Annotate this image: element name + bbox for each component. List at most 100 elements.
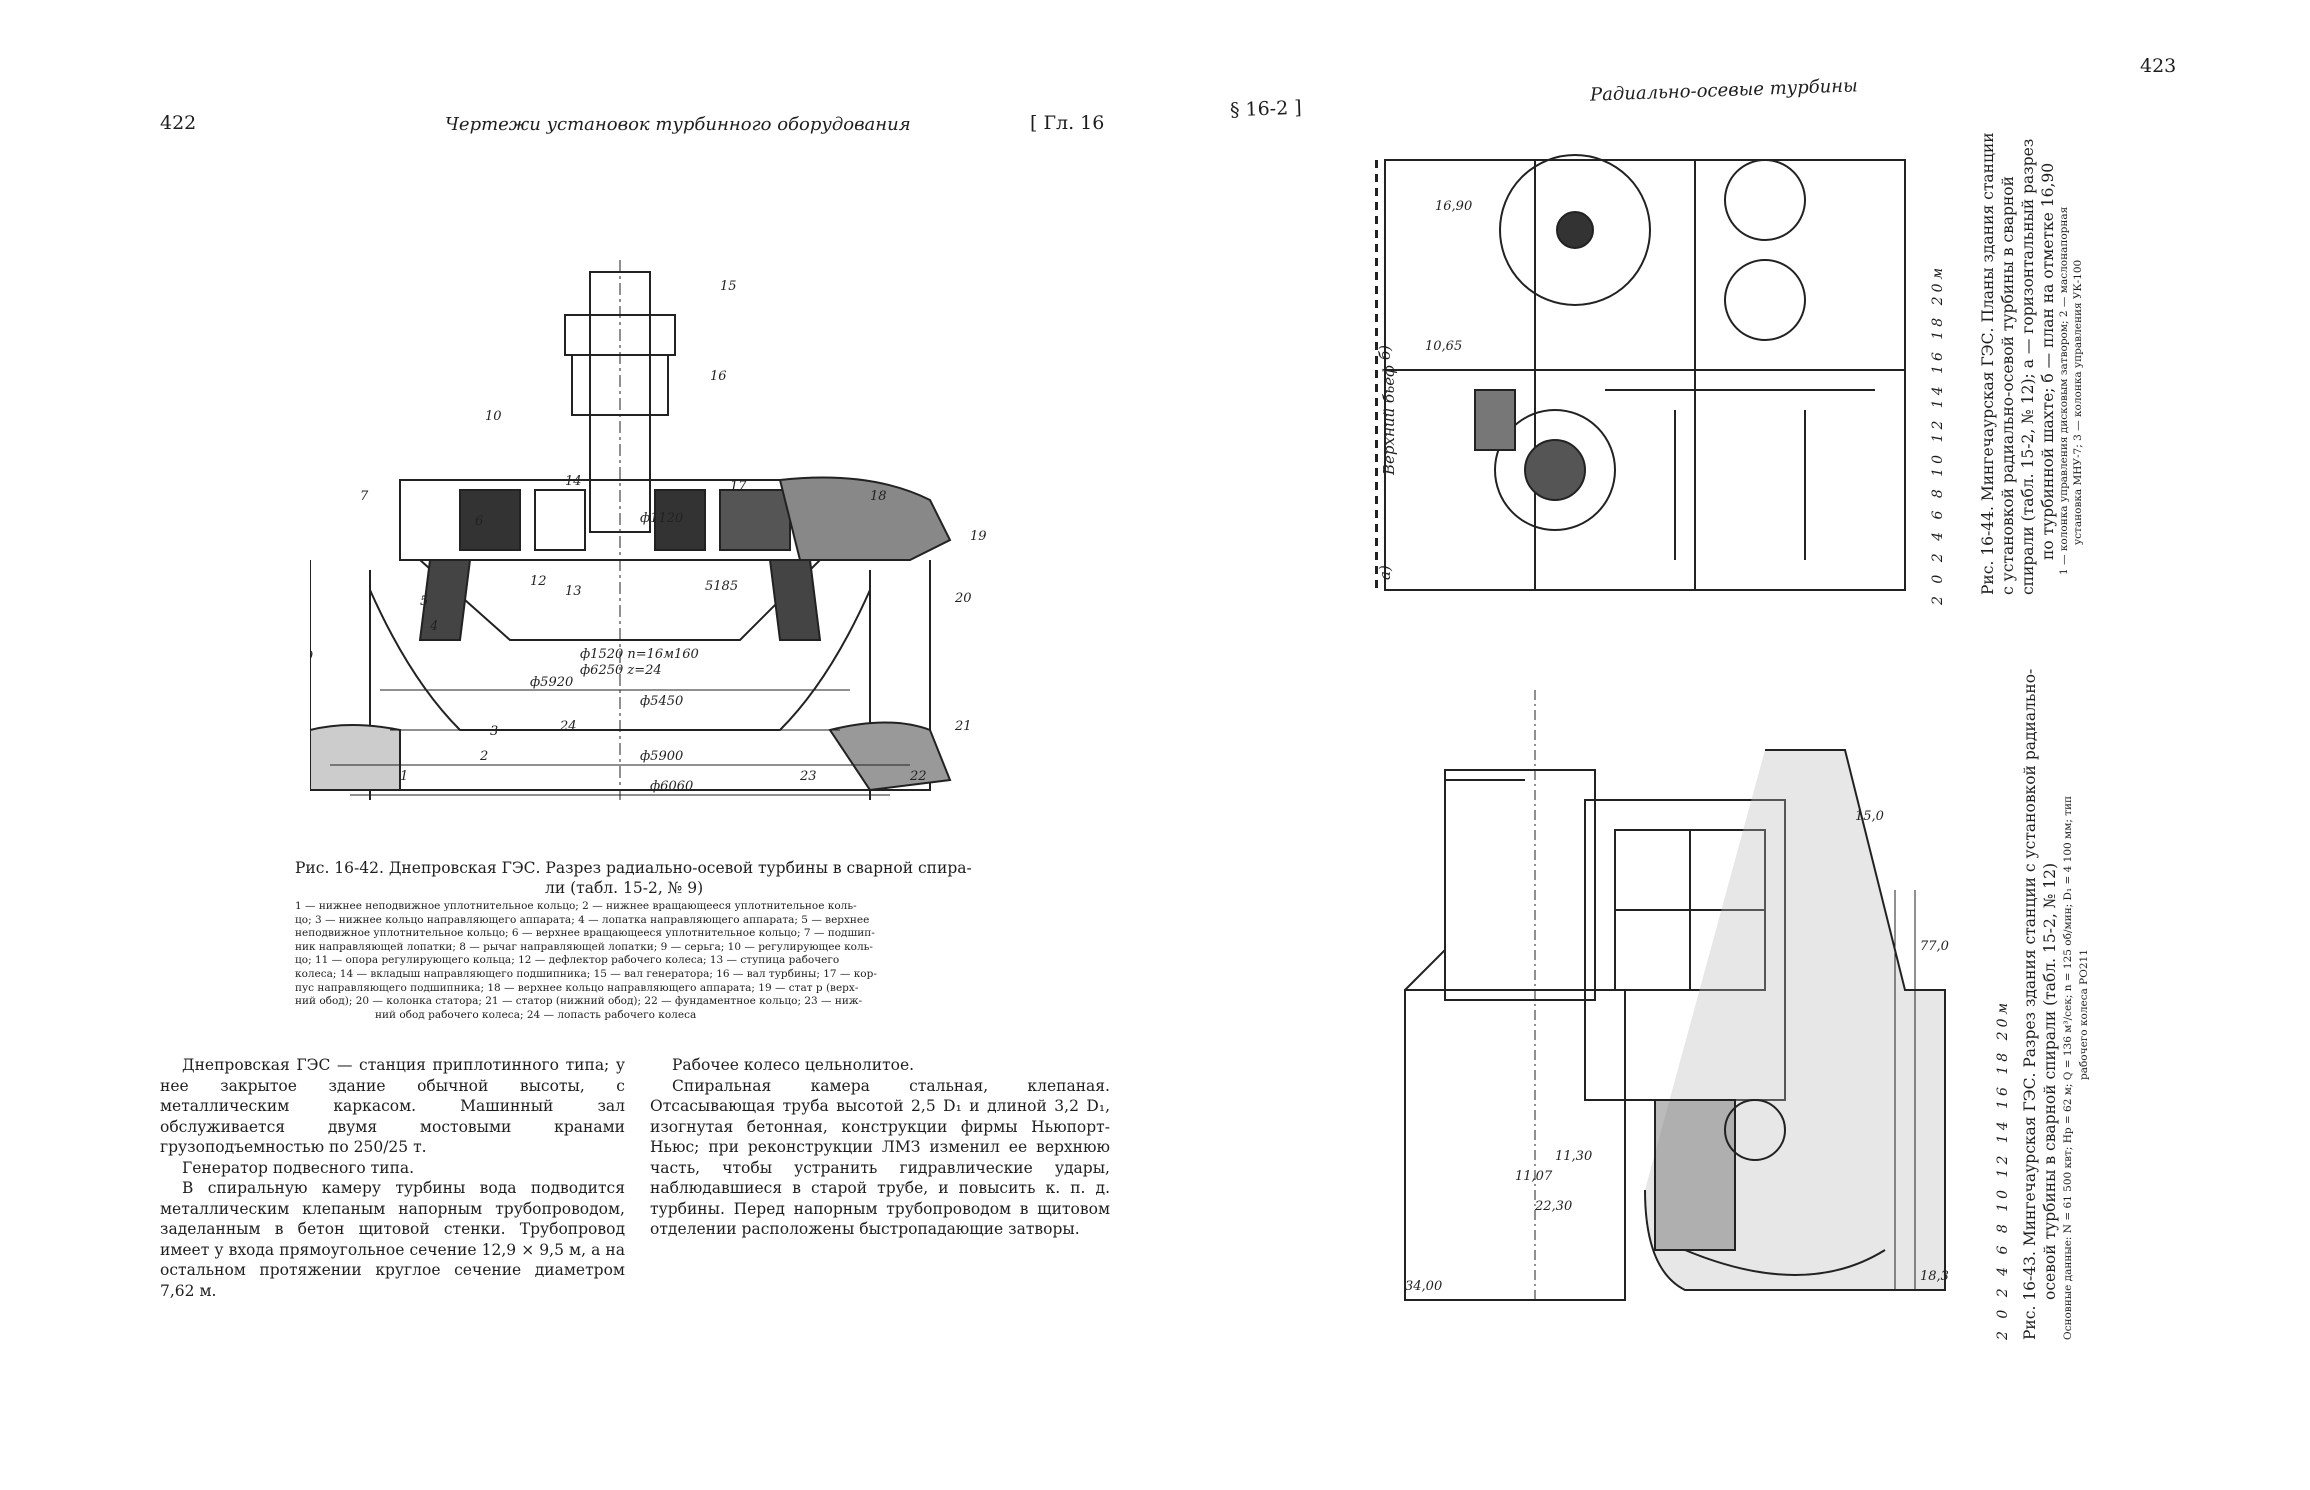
dim-d1120: ф1120 (640, 511, 683, 526)
body-paragraph: Генератор подвесного типа. (182, 1158, 415, 1177)
scale-label: 16 (1930, 348, 1946, 374)
body-paragraph: Днепровская ГЭС — станция приплотинного … (160, 1056, 625, 1156)
part-22: 22 (909, 769, 927, 784)
part-1: 1 (400, 769, 408, 784)
part-14: 14 (565, 474, 582, 489)
turbine-section-drawing: ф1120 ф1520 n=16м160 ф6250 z=24 ф5920 ф5… (310, 260, 987, 800)
elev-183: 18,3 (1920, 1269, 1949, 1284)
part-15: 15 (720, 279, 737, 294)
scale-label: 12 (1930, 416, 1946, 443)
scale-label: 4 (1930, 527, 1946, 541)
part-5: 5 (420, 594, 428, 609)
body-column-1: Днепровская ГЭС — станция приплотинного … (160, 1055, 625, 1301)
fig42-legend: 1 — нижнее неподвижное уплотнительное ко… (295, 900, 995, 1022)
fig44-caption-line4: по турбинной шахте; б — план на отметке … (2039, 162, 2057, 560)
scale-label: 18 (1930, 313, 1946, 340)
plan-label-a: а) (1376, 565, 1394, 580)
dim-d6060: ф6060 (650, 779, 693, 794)
dim-d5900: ф5900 (640, 749, 683, 764)
legend-line: ний обод рабочего колеса; 24 — лопасть р… (375, 1008, 697, 1021)
scale-label: 6 (1995, 1241, 2011, 1255)
right-page-number: 423 (2140, 55, 2177, 77)
elev-2230: 22,30 (1534, 1199, 1572, 1214)
scale-label: 2 (1930, 592, 1946, 605)
dim-h1990: 1990 (310, 649, 313, 664)
plan-label-b: б) (1376, 344, 1394, 360)
fig44-legend-line2: установка МНУ-7; 3 — колонка управления … (2072, 259, 2084, 545)
scale-label: 8 (1930, 485, 1946, 499)
legend-line: ник направляющей лопатки; 8 — рычаг напр… (295, 940, 873, 953)
scale-label: 14 (1995, 1117, 2011, 1144)
scale-label: 20м (1995, 998, 2011, 1041)
legend-line: цо; 11 — опора регулирующего кольца; 12 … (295, 954, 840, 967)
scale-label: 2 (1995, 1327, 2011, 1340)
right-running-title: Радиально-осевые турбины (1589, 75, 1859, 106)
part-23: 23 (799, 769, 817, 784)
part-3: 3 (490, 724, 498, 739)
legend-line: 1 — нижнее неподвижное уплотнительное ко… (295, 900, 857, 912)
scale-label: 8 (1995, 1220, 2011, 1234)
legend-line: цо; 3 — нижнее кольцо направляющего аппа… (295, 913, 870, 926)
fig44-caption-line2: с установкой радиально-осевой турбины в … (1999, 176, 2017, 595)
fig44-scale: 2 0 2 4 6 8 10 12 14 16 18 20м (1930, 264, 1946, 605)
body-paragraph: В спиральную камеру турбины вода подводи… (160, 1179, 625, 1300)
fig44-caption-line3: спирали (табл. 15-2, № 12); а — горизонт… (2019, 138, 2037, 595)
scale-label: 4 (1995, 1262, 2011, 1276)
fig44-legend-line1: 1 — колонка управления дисковым затвором… (2058, 206, 2070, 575)
el-1065-label: 10,65 (1425, 339, 1462, 354)
scale-label: 2 (1995, 1284, 2011, 1298)
plan-drawing: 16,90 10,65 (1375, 154, 1906, 591)
scale-label: 0 (1995, 1305, 2011, 1319)
body-paragraph: Рабочее колесо цельнолитое. (672, 1056, 915, 1074)
scale-label: 2 (1930, 549, 1946, 563)
elev-3400: 34,00 (1405, 1279, 1442, 1294)
fig43-caption-line1: Рис. 16-43. Мингечаурская ГЭС. Разрез зд… (2021, 668, 2039, 1340)
part-7: 7 (360, 489, 369, 504)
chapter-ref: [ Гл. 16 (1030, 112, 1105, 134)
fig42-caption-line2: ли (табл. 15-2, № 9) (545, 879, 704, 897)
part-2: 2 (479, 749, 488, 764)
part-16: 16 (710, 369, 727, 384)
station-section-drawing: 15,0 11,30 77,0 18,3 22,30 11,07 34,00 (1404, 690, 1949, 1301)
scale-label: 16 (1995, 1083, 2011, 1109)
scale-label: 14 (1930, 382, 1946, 409)
legend-line: пус направляющего подшипника; 18 — верхн… (295, 981, 859, 994)
elev-1130: 11,30 (1555, 1149, 1592, 1164)
fig43-data-line2: рабочего колеса РО211 (2078, 949, 2090, 1080)
part-4: 4 (429, 619, 438, 634)
part-12: 12 (530, 574, 547, 589)
legend-line: неподвижное уплотнительное кольцо; 6 — в… (295, 927, 875, 940)
fig42-caption-line1: Рис. 16-42. Днепровская ГЭС. Разрез ради… (295, 859, 972, 877)
part-17: 17 (730, 479, 747, 494)
fig43-data-line1: Основные данные: N = 61 500 квт; Hp = 62… (2062, 795, 2074, 1340)
part-24: 24 (559, 719, 577, 734)
dim-d6250: ф6250 z=24 (580, 663, 662, 678)
part-21: 21 (954, 719, 972, 734)
fig44-caption-line1: Рис. 16-44. Мингечаурская ГЭС. Планы зда… (1979, 132, 1997, 595)
scale-label: 10 (1930, 450, 1946, 477)
fig43-caption-line2: осевой турбины в сварной спирали (табл. … (2041, 862, 2059, 1300)
scale-label: 6 (1930, 506, 1946, 520)
body-paragraph: Спиральная камера стальная, клепаная. От… (650, 1076, 1110, 1239)
part-13: 13 (565, 584, 582, 599)
left-running-title: Чертежи установок турбинного оборудовани… (445, 114, 911, 135)
dim-w5185: 5185 (705, 579, 738, 594)
legend-line: колеса; 14 — вкладыш направляющего подши… (295, 967, 877, 980)
part-19: 19 (970, 529, 987, 544)
fig43-scale: 2 0 2 4 6 8 10 12 14 16 18 20м (1995, 999, 2011, 1340)
part-10: 10 (485, 409, 502, 424)
elev-1107: 11,07 (1515, 1169, 1553, 1184)
el-1690-label: 16,90 (1435, 199, 1472, 214)
scale-label: 18 (1995, 1048, 2011, 1075)
dim-d1520: ф1520 n=16м160 (580, 647, 699, 662)
scale-label: 20м (1930, 263, 1946, 306)
legend-line: ний обод); 20 — колонка статора; 21 — ст… (295, 995, 863, 1008)
body-column-2: Рабочее колесо цельнолитое. Спиральная к… (650, 1055, 1110, 1240)
scale-label: 12 (1995, 1151, 2011, 1178)
left-page-number: 422 (160, 112, 197, 134)
scale-label: 10 (1995, 1185, 2011, 1212)
elev-15: 15,0 (1855, 809, 1884, 824)
part-18: 18 (870, 489, 887, 504)
part-20: 20 (954, 591, 972, 606)
upper-pool-label: Верхний бьеф (1380, 365, 1398, 475)
